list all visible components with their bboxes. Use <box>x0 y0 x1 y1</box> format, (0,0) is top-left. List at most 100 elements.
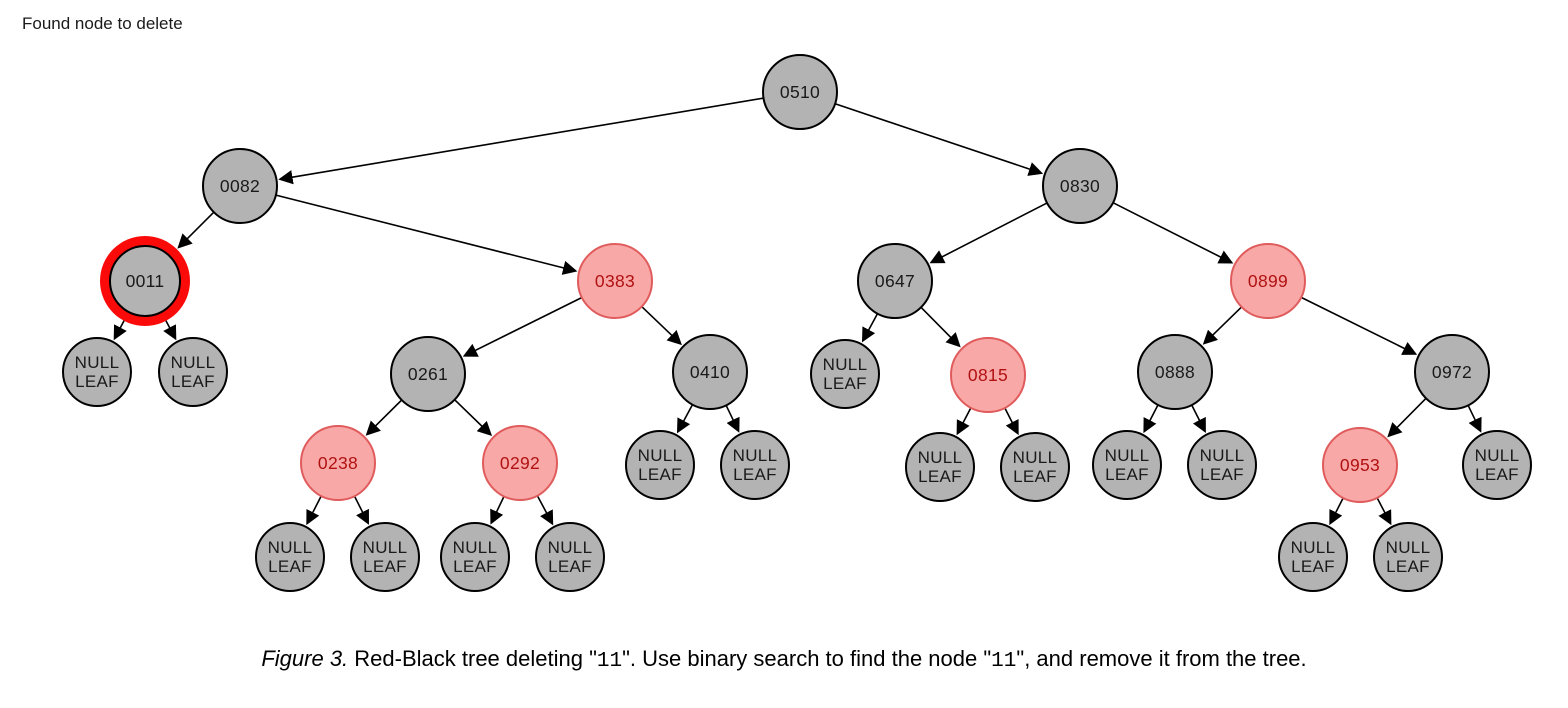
caption-text-1: Red-Black tree deleting " <box>348 646 597 671</box>
edge-n0972-nil10 <box>1467 404 1482 433</box>
null-leaf-label-line: LEAF <box>918 467 962 486</box>
edge-n0888-nil8 <box>1143 404 1159 434</box>
null-leaf-label-line: LEAF <box>548 557 592 576</box>
edge-n0510-n0830 <box>834 103 1044 176</box>
tree-node-0238: 0238 <box>300 425 376 501</box>
tree-node-0647: 0647 <box>857 243 933 319</box>
node-key-label: 0292 <box>499 452 541 473</box>
null-leaf-label-line: NULL <box>1474 446 1520 465</box>
node-key-label: 0510 <box>779 81 821 102</box>
null-leaf-label-line: NULL <box>917 448 963 467</box>
null-leaf-label-line: NULL <box>170 353 216 372</box>
node-key-label: 0410 <box>689 361 731 382</box>
null-leaf-label-line: NULL <box>1012 448 1058 467</box>
caption-text-3: ", and remove it from the tree. <box>1016 646 1307 671</box>
figure-caption: Figure 3. Red-Black tree deleting "11". … <box>0 646 1568 673</box>
tree-node-0510: 0510 <box>762 54 838 130</box>
edge-n0510-n0082 <box>278 97 764 185</box>
edge-n0238-nil11 <box>306 495 322 526</box>
tree-node-0292: 0292 <box>482 425 558 501</box>
null-leaf-label-line: NULL <box>822 355 868 374</box>
caption-code-2: 11 <box>991 650 1017 673</box>
node-key-label: 0383 <box>594 270 636 291</box>
null-leaf-label-line: LEAF <box>1105 465 1149 484</box>
edge-n0953-nil16 <box>1376 497 1392 526</box>
edge-n0647-nil3 <box>861 313 879 343</box>
tree-node-0410: 0410 <box>672 334 748 410</box>
edge-n0082-n0011 <box>177 211 215 249</box>
status-note: Found node to delete <box>22 14 183 33</box>
edge-n0899-n0972 <box>1300 296 1418 355</box>
edge-n0830-n0899 <box>1112 201 1234 264</box>
null-leaf-label-line: LEAF <box>363 557 407 576</box>
edge-n0383-n0410 <box>641 306 682 346</box>
node-key-label: 0082 <box>219 175 261 196</box>
null-leaf-label-line: NULL <box>547 538 593 557</box>
node-key-label: 0238 <box>317 452 359 473</box>
null-leaf-label-line: LEAF <box>171 372 215 391</box>
edge-n0815-nil7 <box>1004 407 1019 436</box>
null-leaf-label-line: LEAF <box>1386 557 1430 576</box>
null-leaf-label-line: LEAF <box>733 465 777 484</box>
node-key-label: 0815 <box>967 364 1009 385</box>
node-key-label: 0953 <box>1339 454 1381 475</box>
tree-node-0815: 0815 <box>950 337 1026 413</box>
null-leaf-label-line: LEAF <box>268 557 312 576</box>
null-leaf-label-line: LEAF <box>638 465 682 484</box>
tree-node-0888: 0888 <box>1137 334 1213 410</box>
edge-n0238-nil12 <box>353 495 369 525</box>
tree-node-0899: 0899 <box>1230 243 1306 319</box>
caption-code-1: 11 <box>596 650 623 673</box>
null-leaf-label-line: LEAF <box>75 372 119 391</box>
edge-n0647-n0815 <box>920 306 961 348</box>
edge-n0830-n0647 <box>929 202 1048 264</box>
caption-text-2: ". Use binary search to find the node " <box>622 646 992 671</box>
edge-n0011-nil1 <box>113 319 127 341</box>
edge-n0410-nil4 <box>676 404 694 434</box>
tree-node-0082: 0082 <box>202 148 278 224</box>
edge-n0815-nil6 <box>956 407 972 436</box>
tree-node-0011: 0011 <box>109 245 181 317</box>
figure-label: Figure 3. <box>261 646 349 671</box>
edge-n0899-n0888 <box>1202 306 1243 345</box>
tree-node-0972: 0972 <box>1414 334 1490 410</box>
null-leaf-label-line: NULL <box>637 446 683 465</box>
null-leaf-label-line: NULL <box>732 446 778 465</box>
null-leaf-label-line: LEAF <box>1200 465 1244 484</box>
null-leaf-label-line: LEAF <box>1291 557 1335 576</box>
edge-n0292-nil14 <box>536 495 554 526</box>
null-leaf-label-line: NULL <box>362 538 408 557</box>
node-key-label: 0888 <box>1154 361 1196 382</box>
edge-n0082-n0383 <box>275 194 578 275</box>
edge-n0011-nil2 <box>163 319 177 341</box>
null-leaf-label-line: NULL <box>1290 538 1336 557</box>
edge-n0383-n0261 <box>462 296 583 357</box>
null-leaf-label-line: NULL <box>1199 446 1245 465</box>
node-key-label: 0899 <box>1247 270 1289 291</box>
edge-n0292-nil13 <box>490 496 505 525</box>
edge-n0953-nil15 <box>1329 497 1344 526</box>
edge-n0410-nil5 <box>725 404 740 433</box>
null-leaf-label-line: NULL <box>74 353 120 372</box>
null-leaf-label-line: NULL <box>1385 538 1431 557</box>
null-leaf-label-line: NULL <box>1104 446 1150 465</box>
null-leaf-label-line: LEAF <box>453 557 497 576</box>
node-key-label: 0647 <box>874 270 916 291</box>
edge-n0972-n0953 <box>1387 397 1427 438</box>
